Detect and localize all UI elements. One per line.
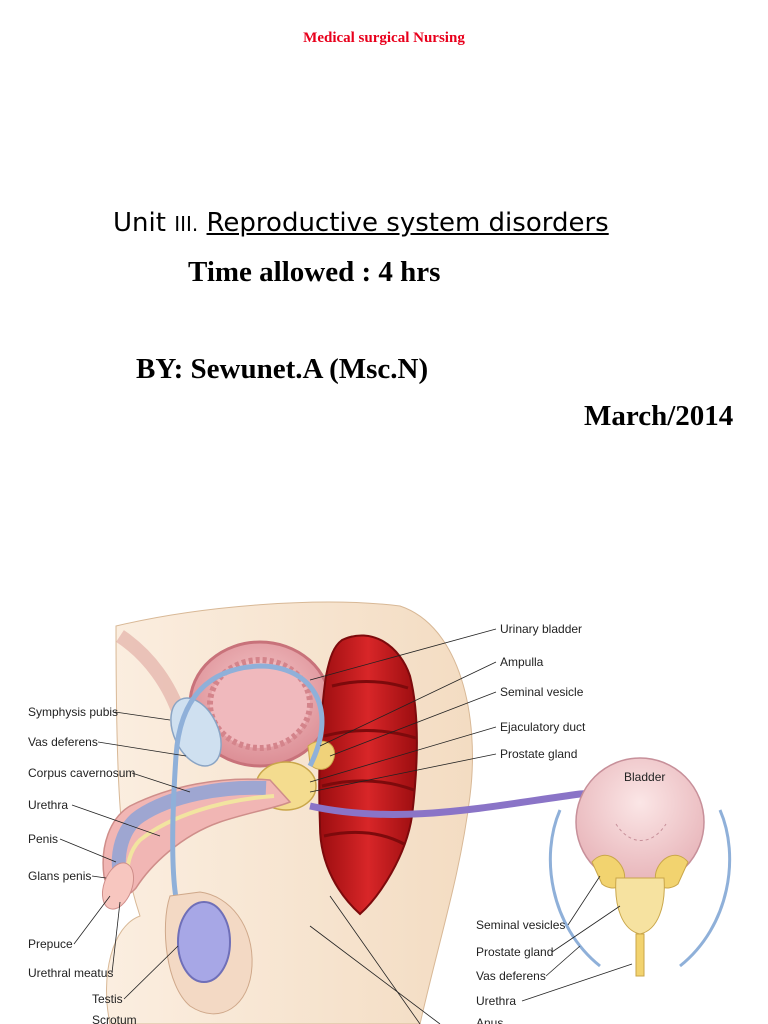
unit-roman: III. [174, 212, 199, 236]
header-title: Medical surgical Nursing [303, 30, 465, 46]
label-scrotum: Scrotum [92, 1013, 137, 1024]
unit-prefix: Unit [113, 208, 175, 238]
time-allowed: Time allowed : 4 hrs [188, 256, 441, 288]
label-ampulla: Ampulla [500, 655, 544, 669]
label-inset-prostate-gland: Prostate gland [476, 945, 553, 959]
left-labels: Symphysis pubis Vas deferens Corpus cave… [28, 705, 137, 1024]
label-urethra: Urethra [28, 798, 68, 812]
reproductive-anatomy-figure: Symphysis pubis Vas deferens Corpus cave… [28, 601, 732, 1024]
label-seminal-vesicle: Seminal vesicle [500, 685, 584, 699]
testis [177, 901, 231, 983]
unit-heading: Unit III. Reproductive system disorders [113, 208, 609, 238]
label-urinary-bladder: Urinary bladder [500, 622, 582, 636]
right-leader-lines [309, 628, 497, 793]
label-inset-anus: Anus [476, 1016, 503, 1024]
label-inset-bladder: Bladder [624, 770, 665, 784]
label-prepuce: Prepuce [28, 937, 73, 951]
left-leader-lines [59, 711, 191, 1000]
label-inset-urethra: Urethra [476, 994, 516, 1008]
unit-topic: Reproductive system disorders [206, 208, 609, 238]
label-ejaculatory-duct: Ejaculatory duct [500, 720, 586, 734]
label-vas-deferens: Vas deferens [28, 735, 98, 749]
inset-labels: Bladder Seminal vesicles Prostate gland … [476, 770, 665, 1024]
label-glans-penis: Glans penis [28, 869, 91, 883]
label-urethral-meatus: Urethral meatus [28, 966, 113, 980]
author-line: BY: Sewunet.A (Msc.N) [136, 353, 429, 385]
label-penis: Penis [28, 832, 58, 846]
label-inset-seminal-vesicles: Seminal vesicles [476, 918, 565, 932]
date-line: March/2014 [584, 400, 734, 432]
label-prostate-gland: Prostate gland [500, 747, 577, 761]
label-symphysis-pubis: Symphysis pubis [28, 705, 118, 719]
label-corpus-cavernosum: Corpus cavernosum [28, 766, 135, 780]
inset-leader-lines [309, 875, 633, 1024]
inset-prostate [615, 877, 665, 935]
label-testis: Testis [92, 992, 123, 1006]
glans-penis [101, 862, 135, 910]
right-labels: Urinary bladder Ampulla Seminal vesicle … [500, 622, 586, 761]
label-inset-vas-deferens: Vas deferens [476, 969, 546, 983]
rectum [318, 634, 418, 916]
